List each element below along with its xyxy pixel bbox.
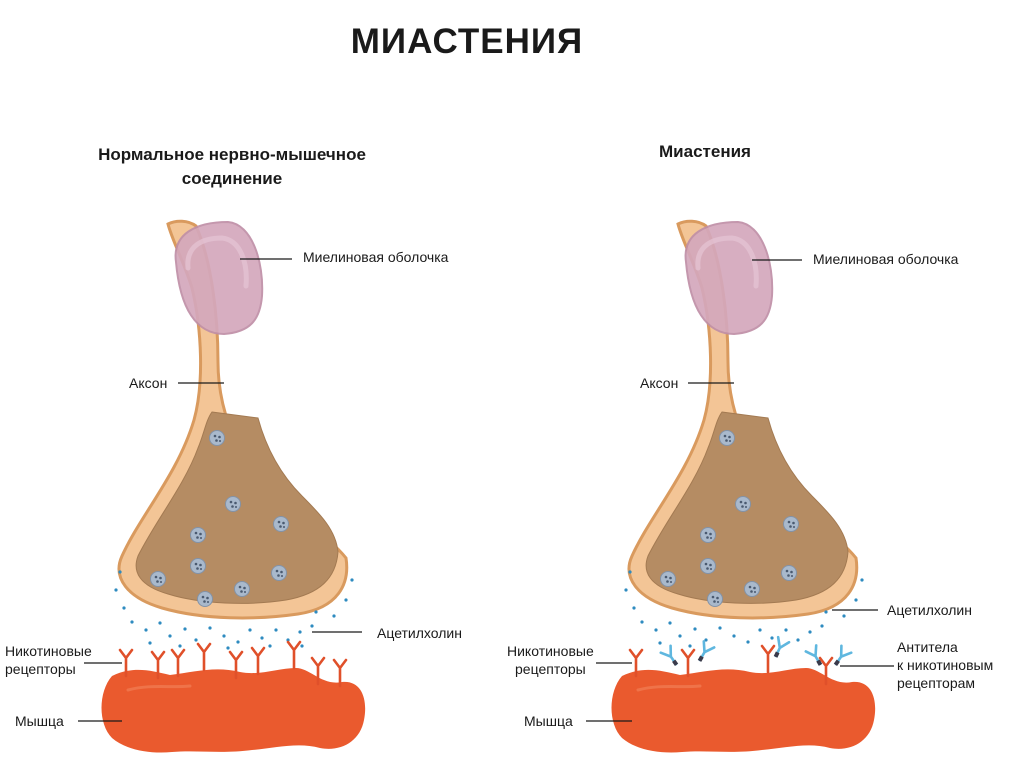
right-leader-lines xyxy=(586,259,894,722)
right-acetylcholine-dots xyxy=(624,570,864,648)
right-antibodies-label: Антитела к никотиновым рецепторам xyxy=(897,639,994,691)
right-muscle-label: Мышца xyxy=(524,713,573,729)
right-panel-title: Миастения xyxy=(659,142,751,161)
left-panel-title: Нормальное нервно-мышечное соединение xyxy=(98,145,366,188)
left-muscle xyxy=(100,666,367,754)
left-neuron xyxy=(119,221,347,618)
left-axon-label: Аксон xyxy=(129,375,168,391)
page-title: МИАСТЕНИЯ xyxy=(350,22,584,61)
left-myelin-label: Миелиновая оболочка xyxy=(303,249,449,265)
right-acetylcholine-label: Ацетилхолин xyxy=(887,602,972,618)
right-axon-label: Аксон xyxy=(640,375,679,391)
right-myelin-label: Миелиновая оболочка xyxy=(813,251,959,267)
left-acetylcholine-dots xyxy=(114,570,354,650)
left-acetylcholine-label: Ацетилхолин xyxy=(377,625,462,641)
left-muscle-label: Мышца xyxy=(15,713,64,729)
right-muscle xyxy=(610,666,877,754)
left-leader-lines xyxy=(78,258,362,722)
right-neuron xyxy=(629,221,857,618)
right-receptors-label: Никотиновые рецепторы xyxy=(507,643,594,677)
left-receptors-label: Никотиновые рецепторы xyxy=(5,643,92,677)
